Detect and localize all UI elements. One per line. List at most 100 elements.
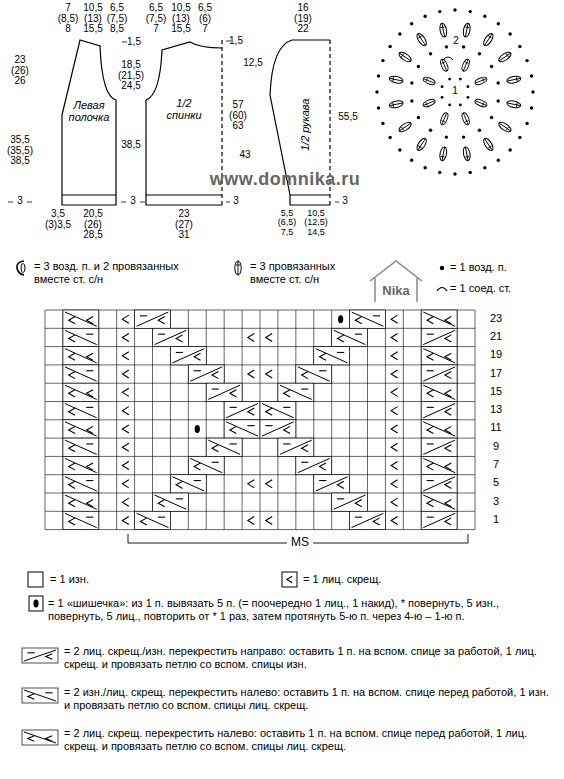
knit-tbl-box (282, 572, 297, 587)
knit-tbl-symbol (427, 317, 433, 324)
chain-dot (423, 15, 426, 18)
chain-dot (417, 65, 420, 68)
knit-tbl-symbol (445, 335, 451, 342)
dimension-label: 1,5 (229, 36, 243, 47)
dimension-label: 6,5 (7,5) 7 (146, 3, 167, 35)
stitch-symbol (422, 98, 436, 108)
knit-tbl-symbol (373, 518, 379, 525)
dimension-label: 3 (17, 196, 23, 207)
knit-tbl-symbol (69, 445, 75, 452)
stitch-symbol (235, 261, 241, 275)
chain-dot (448, 78, 451, 81)
stitch-symbol (389, 100, 404, 109)
knit-tbl-symbol (391, 480, 397, 488)
chain-dot (478, 52, 481, 55)
chain-dot (429, 129, 432, 132)
chain-dot (496, 99, 499, 102)
chain-dot (453, 8, 456, 11)
cable-symbol (314, 475, 350, 493)
knit-tbl-symbol (87, 353, 93, 360)
cable-symbol (421, 511, 457, 529)
knit-tbl-symbol (445, 481, 451, 488)
knit-tbl-symbol (445, 500, 451, 507)
knit-tbl-symbol (158, 500, 164, 507)
knit-tbl-symbol (122, 462, 128, 470)
piece-name: 1/2 рукава (300, 99, 312, 152)
stitch-symbol (17, 261, 25, 275)
chain-dot (525, 122, 528, 125)
dimension-label: 16 (19) 22 (294, 3, 312, 35)
chain-dot (497, 22, 500, 25)
bobble-symbol (195, 425, 200, 433)
stitch-symbol (462, 146, 471, 161)
knit-tbl-symbol (158, 317, 164, 324)
cable-symbol (63, 310, 99, 328)
knit-tbl-symbol (122, 352, 128, 360)
chain-dot (441, 96, 444, 99)
knit-tbl-symbol (28, 736, 34, 742)
knit-tbl-symbol (445, 371, 451, 378)
legend-text: = 1 лиц. скрещ. (303, 573, 543, 586)
knit-tbl-symbol (391, 443, 397, 451)
chain-dot (410, 81, 413, 84)
knitting-chart (45, 310, 475, 530)
round-number: 1 (452, 86, 458, 97)
stitch-symbol (439, 146, 448, 161)
chain-dot (525, 59, 528, 62)
stitch-symbol (439, 58, 449, 72)
knit-tbl-symbol (69, 500, 75, 507)
cable-symbol (170, 475, 206, 493)
legend-text: = 3 провязанных вместе ст. с/н (250, 260, 374, 286)
dimension-label: 12,5 (243, 58, 262, 69)
knit-tbl-symbol (248, 370, 254, 378)
row-number: 9 (493, 441, 499, 453)
chain-dot (459, 78, 462, 81)
knit-tbl-symbol (69, 463, 75, 470)
knit-tbl-symbol (176, 481, 182, 488)
dimension-label: 3 (342, 196, 348, 207)
dimension-label: 55,5 (338, 112, 357, 123)
chain-dot (377, 74, 380, 77)
knit-tbl-symbol (248, 333, 254, 341)
knit-tbl-symbol (46, 736, 52, 742)
knit-tbl-symbol (266, 370, 272, 378)
stitch-symbol (461, 112, 471, 126)
cable-symbol (421, 420, 457, 438)
purl-symbol (28, 572, 43, 587)
knit-tbl-symbol (212, 445, 218, 452)
cable-symbol (332, 328, 368, 346)
chain-dot (483, 15, 486, 18)
stitch-symbol (506, 100, 521, 109)
row-number: 21 (490, 331, 502, 343)
legend-text: = 1 «шишечка»: из 1 п. вывязать 5 п. (= … (48, 597, 556, 623)
row-number: 11 (490, 422, 501, 434)
bobble-symbol (33, 600, 38, 608)
knit-tbl-symbol (287, 576, 292, 583)
cable-symbol (278, 383, 314, 401)
bobble-symbol (338, 315, 343, 323)
knit-tbl-symbol (69, 371, 75, 378)
stitch-symbol (398, 120, 413, 133)
legend-text: = 1 соед. ст. (450, 282, 560, 295)
knit-tbl-symbol (427, 500, 433, 507)
watermark-house (370, 261, 422, 302)
round-number: 2 (453, 36, 459, 47)
cable-symbol (421, 328, 457, 346)
pattern-piece: 1/2 рукава (300, 99, 312, 152)
cable-symbol (421, 475, 457, 493)
knit-tbl-symbol (69, 353, 75, 360)
knit-tbl-symbol (266, 408, 272, 415)
knit-tbl-symbol (122, 407, 128, 415)
watermark-logo: Nika (382, 284, 409, 298)
cable-symbol (350, 310, 386, 328)
row-number: 23 (490, 313, 502, 325)
knit-tbl-symbol (140, 518, 146, 525)
chain-dot (398, 32, 401, 35)
chain-dot (445, 45, 448, 48)
cable-symbol (63, 347, 99, 365)
chain-dot (508, 32, 511, 35)
stitch-symbol (506, 75, 521, 84)
cable-symbol (63, 383, 99, 401)
knit-tbl-symbol (194, 463, 200, 470)
row-number: 7 (493, 459, 499, 471)
